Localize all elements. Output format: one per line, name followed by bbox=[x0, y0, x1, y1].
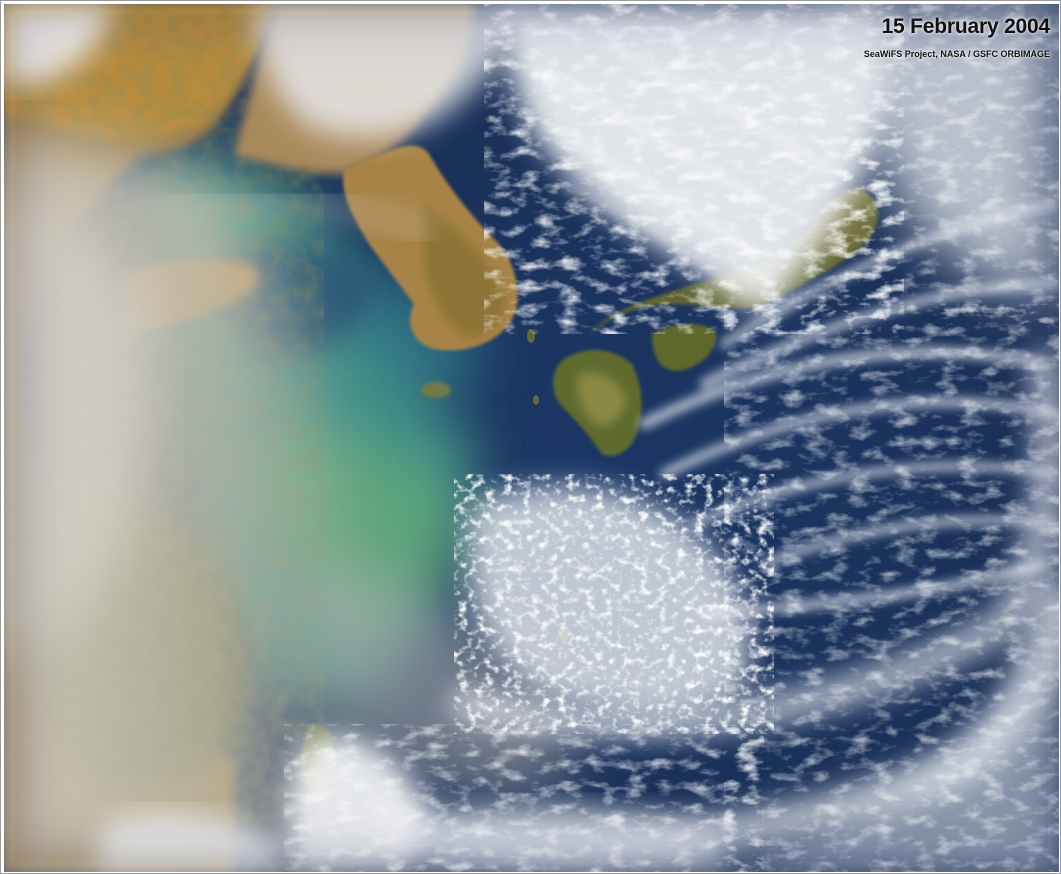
image-credit-caption: SeaWiFS Project, NASA / GSFC ORBIMAGE bbox=[863, 49, 1050, 59]
cellular-cloud-field bbox=[454, 474, 774, 734]
sea-of-japan-clouds bbox=[484, 4, 904, 334]
kyushu-island bbox=[553, 349, 642, 456]
jeju-island bbox=[421, 382, 451, 398]
satellite-image bbox=[4, 4, 1059, 872]
image-date-caption: 15 February 2004 bbox=[881, 15, 1051, 38]
east-pacific-cloud-band bbox=[704, 304, 1059, 872]
northeast-pacific-clouds bbox=[844, 4, 1059, 324]
shikoku-island bbox=[652, 323, 717, 371]
